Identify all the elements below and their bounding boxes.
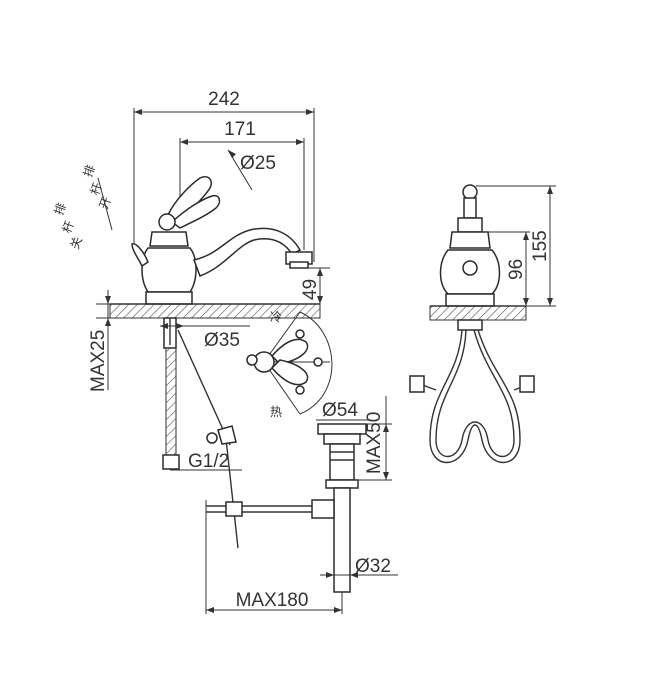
dim-242-label: 242: [208, 89, 240, 110]
side-view-faucet: 155 96: [409, 184, 556, 464]
drain-open-char-1: 排: [81, 163, 98, 179]
dim-171-label: 171: [224, 119, 256, 140]
dim-54-label: Ø54: [322, 400, 358, 421]
dimension-242: 242: [133, 89, 315, 262]
drain-close-char-2: 杆: [60, 219, 77, 235]
dim-32-label: Ø32: [355, 556, 391, 577]
dim-handle-label: Ø25: [240, 153, 276, 174]
thread-label-text: G1/2: [188, 451, 229, 472]
drain-close-label: 排 杆 关: [52, 201, 85, 251]
dim-49-label: 49: [300, 279, 321, 300]
dim-35-label: Ø35: [204, 330, 240, 351]
dimension-hole-35: Ø35: [160, 323, 250, 351]
dim-max25-label: MAX25: [88, 330, 109, 392]
drain-arrow-line: [97, 177, 113, 231]
hot-label: 热: [270, 405, 282, 419]
top-view-handle: 冷 热: [246, 310, 333, 419]
dimension-handle-25: Ø25: [227, 149, 276, 191]
dimension-max25: MAX25: [88, 290, 140, 392]
dimension-171: 171: [179, 119, 305, 250]
popup-waste: Ø54 MAX50 Ø32 MAX180: [205, 396, 398, 614]
dim-96-label: 96: [506, 259, 527, 280]
dim-max180-label: MAX180: [236, 590, 309, 611]
dim-155-label: 155: [530, 230, 551, 262]
drain-close-char-1: 排: [52, 201, 69, 217]
drain-close-char-3: 关: [68, 235, 85, 251]
dimension-49: 49: [298, 267, 330, 304]
drain-open-char-3: 开: [97, 195, 114, 211]
dim-max50-label: MAX50: [364, 412, 385, 474]
cold-label: 冷: [270, 310, 282, 324]
drain-open-label: 排 杆 开: [81, 163, 114, 211]
drain-open-char-2: 杆: [88, 181, 105, 197]
thread-label: G1/2: [170, 451, 242, 472]
